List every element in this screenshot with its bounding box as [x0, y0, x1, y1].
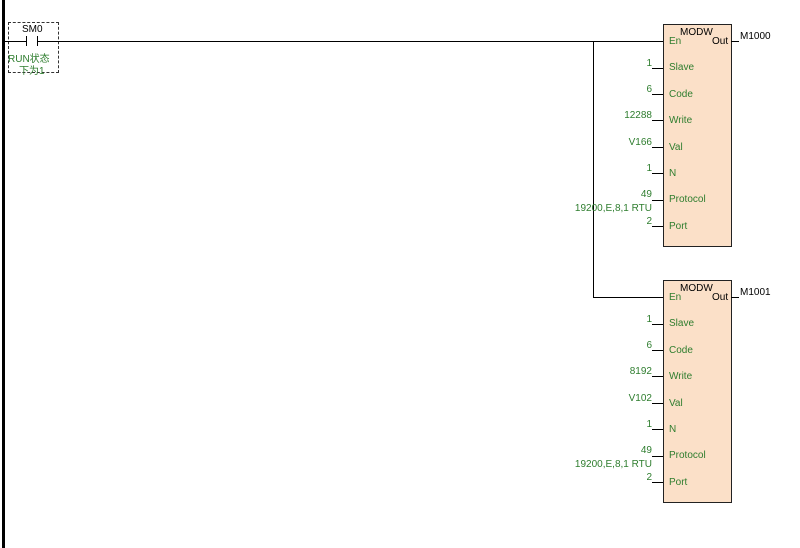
- contact-comment-line1: RUN状态: [8, 54, 50, 65]
- en-pin-label: En: [669, 36, 682, 47]
- modw-block[interactable]: MODW En Out Slave Code Write Val N Proto…: [663, 280, 732, 503]
- rung-branch-vertical: [593, 41, 594, 298]
- pin-label-n: N: [669, 424, 677, 435]
- pin-value-protocol-detail: 19200,E,8,1 RTU: [574, 203, 652, 214]
- en-pin-label: En: [669, 292, 682, 303]
- contact-comment-line2: 下为1: [19, 66, 45, 77]
- pin-value-protocol: 49: [640, 189, 652, 200]
- pin-label-write: Write: [669, 115, 693, 126]
- output-coil: M1001: [740, 287, 771, 298]
- pin-label-val: Val: [669, 142, 683, 153]
- out-pin-label: Out: [712, 36, 729, 47]
- block-title: MODW: [680, 27, 713, 38]
- contact-sm0[interactable]: [8, 22, 59, 73]
- pin-value-n: 1: [646, 163, 652, 174]
- rung-wire-main: [38, 41, 664, 42]
- power-rail: [2, 0, 5, 548]
- pin-value-slave: 1: [646, 58, 652, 69]
- pin-label-port: Port: [669, 477, 688, 488]
- pin-stub: [652, 403, 663, 404]
- pin-value-val: V166: [628, 137, 652, 148]
- pin-label-write: Write: [669, 371, 693, 382]
- pin-label-n: N: [669, 168, 677, 179]
- pin-value-protocol: 49: [640, 445, 652, 456]
- pin-stub: [652, 376, 663, 377]
- contact-right-bar: [37, 36, 38, 46]
- pin-value-slave: 1: [646, 314, 652, 325]
- pin-value-port: 2: [646, 472, 652, 483]
- output-wire: [731, 41, 739, 42]
- pin-stub: [652, 68, 663, 69]
- pin-stub: [652, 147, 663, 148]
- pin-value-write: 12288: [624, 110, 652, 121]
- pin-stub: [652, 429, 663, 430]
- pin-stub: [652, 120, 663, 121]
- pin-value-code: 6: [646, 84, 652, 95]
- pin-value-val: V102: [628, 393, 652, 404]
- pin-value-write: 8192: [629, 366, 652, 377]
- pin-label-protocol: Protocol: [669, 450, 706, 461]
- pin-stub: [652, 173, 663, 174]
- pin-value-code: 6: [646, 340, 652, 351]
- pin-stub: [652, 226, 663, 227]
- rung-branch-horizontal: [593, 297, 664, 298]
- block-title: MODW: [680, 283, 713, 294]
- pin-value-n: 1: [646, 419, 652, 430]
- rung-wire-left: [5, 41, 26, 42]
- pin-stub: [652, 200, 663, 201]
- output-wire: [731, 297, 739, 298]
- contact-left-bar: [26, 36, 27, 46]
- pin-label-port: Port: [669, 221, 688, 232]
- pin-stub: [652, 482, 663, 483]
- pin-label-val: Val: [669, 398, 683, 409]
- contact-name: SM0: [22, 24, 43, 35]
- modw-block[interactable]: MODW En Out Slave Code Write Val N Proto…: [663, 24, 732, 247]
- output-coil: M1000: [740, 31, 771, 42]
- out-pin-label: Out: [712, 292, 729, 303]
- pin-value-port: 2: [646, 216, 652, 227]
- pin-stub: [652, 94, 663, 95]
- pin-label-code: Code: [669, 89, 693, 100]
- pin-value-protocol-detail: 19200,E,8,1 RTU: [574, 459, 652, 470]
- pin-label-protocol: Protocol: [669, 194, 706, 205]
- pin-stub: [652, 350, 663, 351]
- pin-stub: [652, 456, 663, 457]
- pin-stub: [652, 324, 663, 325]
- pin-label-code: Code: [669, 345, 693, 356]
- pin-label-slave: Slave: [669, 318, 695, 329]
- pin-label-slave: Slave: [669, 62, 695, 73]
